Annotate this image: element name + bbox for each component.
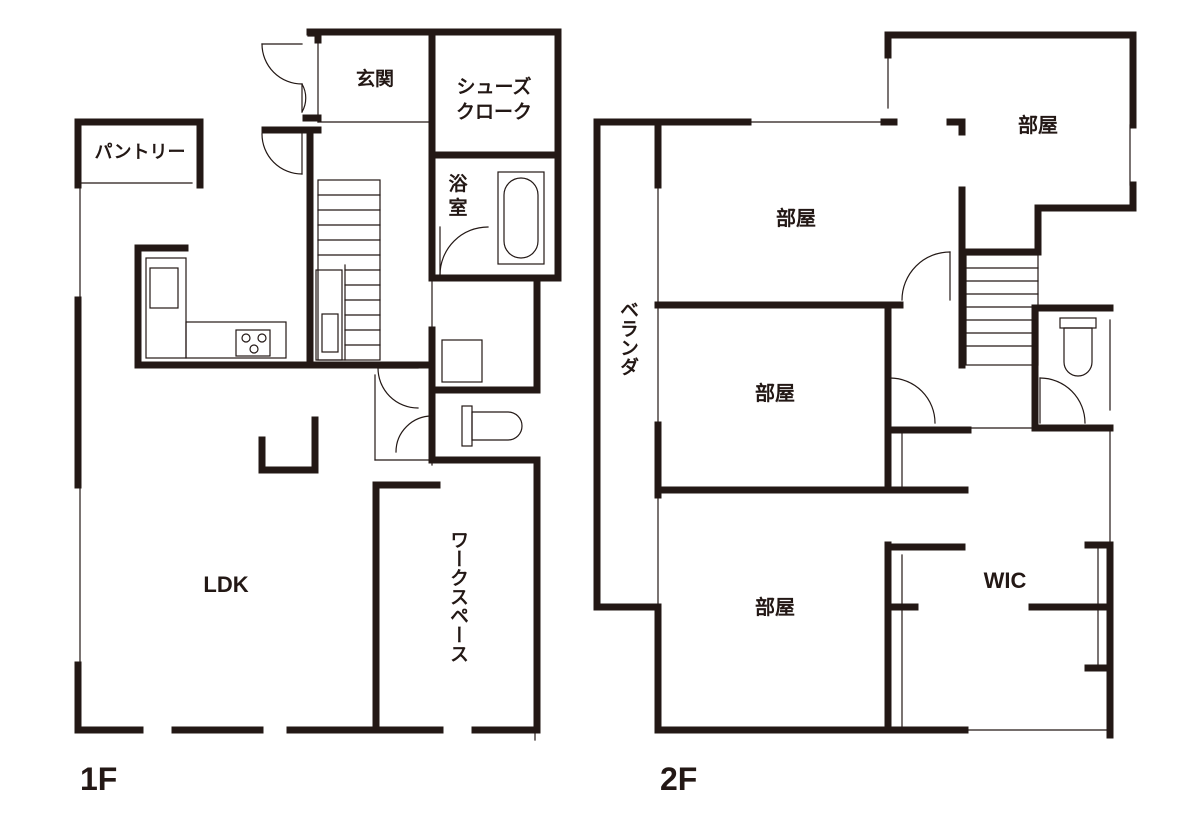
room-label-pantry: パントリー bbox=[95, 142, 186, 163]
floor-2f bbox=[593, 31, 1137, 739]
room-label-wic: WIC bbox=[984, 568, 1027, 593]
room-label-top-right: 部屋 bbox=[1018, 113, 1058, 137]
room-label-shoes-closet-2: クローク bbox=[456, 101, 532, 123]
bath-area bbox=[497, 171, 545, 265]
room-label-upper: 部屋 bbox=[776, 206, 816, 230]
doors-2f bbox=[889, 251, 1086, 424]
room-label-veranda: ベランダ bbox=[617, 300, 639, 376]
room-label-genkan: 玄関 bbox=[356, 67, 394, 90]
room-label-lower: 部屋 bbox=[755, 595, 795, 619]
doors-1f bbox=[261, 43, 489, 453]
fridge-counter bbox=[315, 269, 343, 361]
room-label-shoes-closet-1: シューズ bbox=[456, 75, 531, 98]
room-label-ldk: LDK bbox=[203, 572, 248, 597]
washbasin-icon bbox=[441, 339, 483, 383]
walls-2f bbox=[593, 31, 1137, 739]
kitchen-counter-left bbox=[145, 257, 187, 359]
floor-label-1f: 1F bbox=[80, 761, 117, 797]
burner-icon bbox=[241, 333, 251, 343]
fixtures-2f bbox=[1059, 317, 1097, 377]
burner-icon bbox=[257, 333, 267, 343]
cooktop-icon bbox=[235, 329, 271, 357]
room-label-workspace: ワークスペース bbox=[447, 530, 469, 663]
floor-1f bbox=[74, 28, 562, 741]
toilet-tank bbox=[1059, 317, 1097, 329]
toilet-icon bbox=[471, 411, 523, 441]
room-label-bath-1: 浴 bbox=[448, 173, 468, 195]
labels-1f: 玄関 シューズ クローク パントリー 浴 室 LDK ワークスペース 1F bbox=[80, 67, 532, 797]
toilet-icon bbox=[1063, 327, 1093, 377]
stairs-2f bbox=[965, 254, 1039, 366]
burner-icon bbox=[249, 344, 259, 354]
toilet-tank bbox=[461, 405, 473, 447]
sink-icon bbox=[149, 267, 179, 309]
room-label-bath-2: 室 bbox=[448, 196, 467, 219]
appliance-icon bbox=[321, 313, 339, 353]
fixtures-1f bbox=[145, 171, 545, 447]
bathtub-icon bbox=[503, 177, 539, 259]
room-label-middle: 部屋 bbox=[755, 381, 795, 405]
labels-2f: 部屋 部屋 部屋 部屋 ベランダ WIC 2F bbox=[617, 113, 1058, 797]
kitchen-counter-bottom bbox=[185, 321, 287, 359]
floor-label-2f: 2F bbox=[660, 761, 697, 797]
